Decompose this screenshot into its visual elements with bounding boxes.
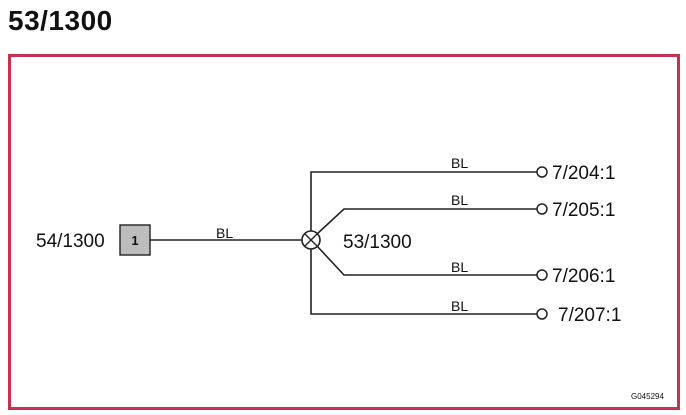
branch-wire-3 (316, 245, 537, 276)
branch-wire-2 (316, 208, 537, 235)
branch-wire-1 (310, 171, 537, 231)
terminal-4-icon (536, 308, 548, 320)
page-title: 53/1300 (8, 5, 113, 36)
reference-code: G045294 (631, 392, 664, 401)
splice-label: 53/1300 (343, 232, 412, 253)
connector-pin-box (119, 224, 151, 256)
diagram-frame (8, 54, 680, 410)
branch-wire-4 (310, 249, 537, 315)
terminal-1-label: 7/204:1 (552, 163, 615, 184)
connector-label: 54/1300 (36, 231, 105, 252)
terminal-2-icon (536, 203, 548, 215)
connector-pin-number: 1 (131, 233, 138, 248)
input-wire-color-label: BL (216, 225, 233, 241)
terminal-3-label: 7/206:1 (552, 266, 615, 287)
branch-wire-2-color-label: BL (451, 192, 468, 208)
terminal-3-icon (536, 269, 548, 281)
terminal-1-icon (536, 166, 548, 178)
branch-wire-1-color-label: BL (451, 155, 468, 171)
branch-wire-3-color-label: BL (451, 259, 468, 275)
terminal-2-label: 7/205:1 (552, 200, 615, 221)
terminal-4-label: 7/207:1 (558, 305, 621, 326)
branch-wire-4-color-label: BL (451, 298, 468, 314)
